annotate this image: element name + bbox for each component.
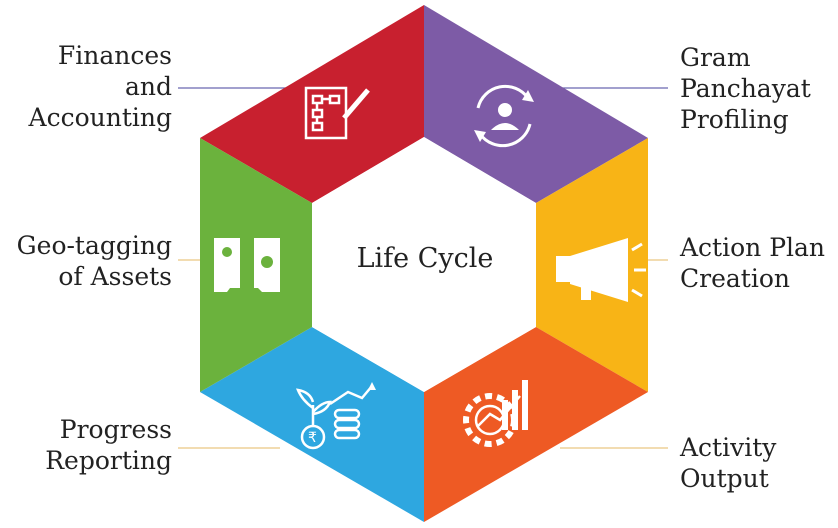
label-profiling: Gram Panchayat Profiling [680,43,811,134]
user-refresh-icon [474,84,534,148]
label-activity: Activity Output [680,433,777,493]
label-action-plan: Action Plan Creation [680,233,826,293]
segment-activity [424,327,648,522]
label-geotagging: Geo-tagging of Assets [16,231,172,291]
center-label: Life Cycle [356,243,494,274]
label-finances: Finances and Accounting [28,41,172,132]
map-pin-icon [214,238,280,292]
megaphone-icon [556,238,646,302]
segment-profiling [424,5,648,203]
rupee-growth-icon: ₹ [296,382,376,450]
svg-text:₹: ₹ [308,430,317,446]
center-hexagon [312,137,536,392]
flowchart-pencil-icon [304,86,370,140]
label-progress: Progress Reporting [45,415,172,475]
gear-chart-icon [463,380,528,447]
